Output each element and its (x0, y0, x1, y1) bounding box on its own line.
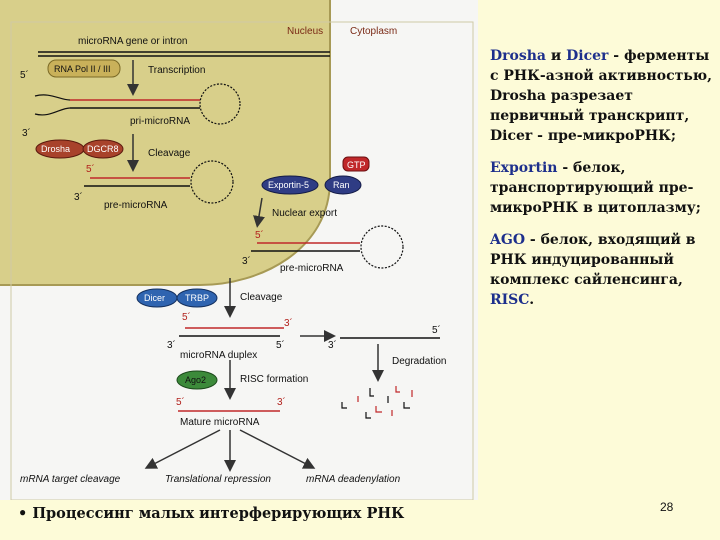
pre-mirna-label-1: pre-microRNA (104, 200, 168, 211)
three-prime-passenger: 3´ (328, 339, 337, 351)
five-prime-mature: 5´ (176, 396, 185, 408)
note-text-drosha-a: и (546, 48, 567, 64)
dgcr8-protein (82, 139, 124, 159)
three-prime-duplex-bottom: 3´ (167, 339, 176, 351)
mature-label: Mature microRNA (180, 417, 260, 428)
slide-caption: • Процессинг малых интерферирующих РНК (18, 505, 405, 522)
pri-mirna-label: pri-microRNA (130, 116, 190, 127)
three-prime-pre2: 3´ (242, 255, 251, 267)
pre-mirna-label-2: pre-microRNA (280, 263, 344, 274)
note-keyword-risc: RISC (490, 292, 530, 308)
note-text-ago: - белок, входящий в РНК индуцированный к… (490, 232, 696, 288)
gene-label: microRNA gene or intron (78, 36, 188, 47)
dgcr8-label: DGCR8 (87, 144, 119, 154)
three-prime-pri: 3´ (22, 127, 31, 139)
degradation-label: Degradation (392, 356, 446, 367)
cytoplasm-label: Cytoplasm (350, 26, 397, 37)
cleavage2-label: Cleavage (240, 292, 283, 303)
trbp-protein (176, 288, 218, 308)
pre1-loop (190, 160, 234, 204)
pri-tail-3 (34, 107, 71, 116)
arrow-export (253, 197, 265, 228)
five-prime-pre1: 5´ (86, 163, 95, 175)
cleavage1-label: Cleavage (148, 148, 191, 159)
exportin-label: Exportin-5 (268, 180, 309, 190)
outcome-deadenylation-label: mRNA deadenylation (306, 474, 401, 485)
arrow-outcome-deadenylation (239, 429, 316, 469)
five-prime-duplex-bottom: 5´ (276, 339, 285, 351)
note-text-drosha-b: - ферменты с РНК-азной активностью, Dros… (490, 48, 713, 144)
figure-border (10, 21, 474, 500)
transcription-label: Transcription (148, 65, 205, 76)
note-text-ago-end: . (529, 292, 535, 308)
nuclear-envelope (0, 0, 331, 286)
note-text-exportin: - белок, транспортирующий пре-микроРНК в… (490, 160, 701, 216)
note-keyword-exportin: Exportin (490, 160, 558, 176)
note-keyword-drosha: Drosha (490, 48, 546, 64)
pri-loop (199, 83, 241, 125)
note-exportin: Exportin - белок, транспортирующий пре-м… (490, 158, 715, 218)
five-prime-duplex: 5´ (182, 311, 191, 323)
note-keyword-ago: AGO (490, 232, 526, 248)
note-drosha-dicer: Drosha и Dicer - ферменты с РНК-азной ак… (490, 46, 715, 146)
dicer-label: Dicer (144, 293, 165, 303)
three-prime-duplex-top: 3´ (284, 317, 293, 329)
five-prime-passenger: 5´ (432, 324, 441, 336)
three-prime-pre1: 3´ (74, 191, 83, 203)
gtp-label: GTP (347, 160, 366, 170)
drosha-label: Drosha (41, 144, 70, 154)
nucleus-label: Nucleus (287, 26, 323, 37)
ago2-protein (176, 370, 218, 390)
pre2-loop (360, 225, 404, 269)
ran-label: Ran (333, 180, 350, 190)
notes-panel: Drosha и Dicer - ферменты с РНК-азной ак… (490, 46, 715, 322)
trbp-label: TRBP (185, 293, 209, 303)
ago2-label: Ago2 (185, 375, 206, 385)
three-prime-mature: 3´ (277, 396, 286, 408)
gtp-protein (342, 156, 370, 172)
outcome-repression-label: Translational repression (165, 474, 271, 485)
page-number: 28 (660, 500, 674, 514)
arrow-outcome-cleavage (144, 429, 221, 469)
five-prime-gene: 5´ (20, 69, 29, 81)
rna-pol-label: RNA Pol II / III (54, 64, 111, 74)
export-label: Nuclear export (272, 208, 337, 219)
risc-label: RISC formation (240, 374, 308, 385)
mirna-biogenesis-diagram: Nucleus Cytoplasm microRNA gene or intro… (0, 0, 478, 500)
degraded-fragments (341, 386, 413, 419)
duplex-label: microRNA duplex (180, 350, 257, 361)
pri-tail-5 (34, 94, 71, 101)
rna-pol-protein (47, 59, 121, 78)
exportin-protein (261, 175, 319, 195)
note-ago: AGO - белок, входящий в РНК индуцированн… (490, 230, 715, 310)
ran-protein (324, 175, 362, 195)
note-keyword-dicer: Dicer (566, 48, 609, 64)
outcome-cleavage-label: mRNA target cleavage (20, 474, 121, 485)
five-prime-pre2: 5´ (255, 229, 264, 241)
